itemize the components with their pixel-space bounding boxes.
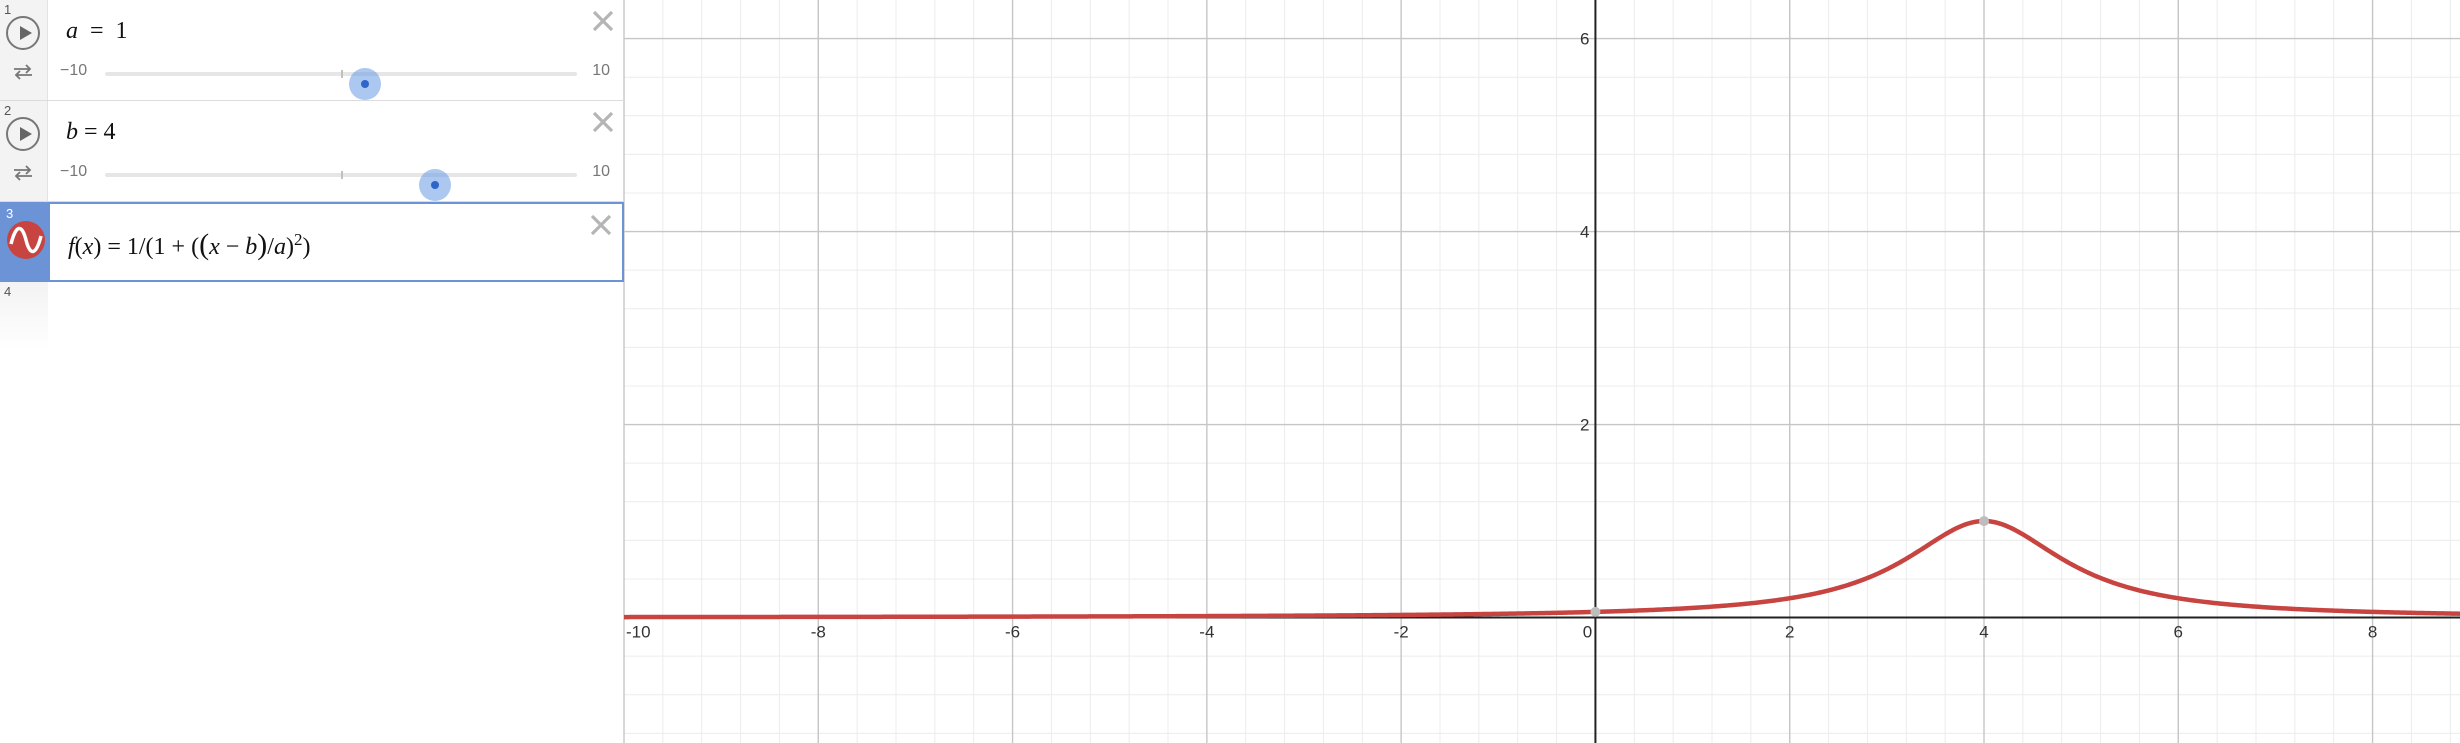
exponent: 2 (293, 230, 303, 249)
variable-name: a (66, 18, 78, 44)
divide-sign: / (138, 234, 146, 260)
x-tick-label: -10 (626, 623, 651, 642)
function-arg: x (82, 234, 94, 260)
equals-sign: = (90, 18, 104, 44)
expression-math[interactable]: f(x) = 1/(1 + ((x − b)/a)2) (68, 228, 311, 261)
expression-gutter: 3 (2, 204, 50, 280)
plus-sign: + (171, 234, 186, 260)
function-name: f (68, 234, 75, 260)
variable-value: 1 (115, 18, 128, 44)
x-tick-label: -8 (811, 623, 826, 642)
slider-a[interactable]: −10 10 (60, 62, 620, 100)
close-icon[interactable] (588, 107, 618, 137)
expression-index: 4 (4, 284, 12, 299)
slider-track[interactable] (105, 169, 577, 201)
var-a: a (273, 234, 286, 260)
minor-grid (624, 0, 2460, 743)
x-tick-label: 6 (2174, 623, 2183, 642)
x-tick-label: 4 (1979, 623, 1988, 642)
tick-labels: -10 -8 -6 -4 -2 0 2 4 6 8 2 4 6 (626, 30, 2377, 642)
divide-sign: / (267, 234, 274, 260)
x-tick-label: -6 (1005, 623, 1020, 642)
expression-gutter: 2 (0, 101, 48, 201)
numerator: 1 (126, 234, 139, 260)
loop-icon[interactable] (12, 165, 34, 181)
x-tick-label: -4 (1199, 623, 1214, 642)
slider-b[interactable]: −10 10 (60, 163, 620, 201)
slider-min[interactable]: −10 (60, 62, 88, 79)
expression-row-a[interactable]: 1 a = 1 −10 10 (0, 0, 624, 101)
graph-canvas[interactable]: -10 -8 -6 -4 -2 0 2 4 6 8 2 4 6 (624, 0, 2460, 743)
slider-min[interactable]: −10 (60, 163, 88, 180)
x-tick-label: 8 (2368, 623, 2377, 642)
variable-name: b (66, 119, 78, 145)
loop-icon[interactable] (12, 64, 34, 80)
x-tick-label: -2 (1394, 623, 1409, 642)
expression-math[interactable]: a = 1 (66, 18, 128, 45)
curve-point (1590, 606, 1601, 617)
slider-max[interactable]: 10 (592, 163, 610, 180)
curve-points[interactable] (1590, 516, 1989, 617)
curve-point (1979, 516, 1989, 527)
slider-zero-tick (341, 171, 343, 179)
y-tick-label: 2 (1580, 416, 1589, 435)
expression-row-empty[interactable]: 4 (0, 282, 624, 352)
expression-gutter: 1 (0, 0, 48, 100)
expression-math[interactable]: b = 4 (66, 119, 116, 146)
slider-zero-tick (341, 70, 343, 78)
axes (624, 0, 2460, 743)
expression-list: 1 a = 1 −10 10 2 (0, 0, 624, 743)
major-grid (624, 0, 2460, 743)
equals-sign: = (84, 119, 98, 145)
curve-f[interactable] (624, 518, 2460, 620)
slider-max[interactable]: 10 (592, 62, 610, 79)
play-icon[interactable] (6, 16, 40, 50)
variable-value: 4 (103, 119, 116, 145)
expression-gutter: 4 (0, 282, 48, 352)
close-icon[interactable] (588, 6, 618, 36)
slider-thumb[interactable] (419, 169, 452, 201)
y-tick-label: 4 (1580, 223, 1589, 242)
y-tick-label: 6 (1580, 30, 1589, 49)
expression-index: 1 (4, 2, 12, 17)
slider-thumb[interactable] (348, 68, 381, 100)
expression-index: 3 (6, 206, 14, 221)
minus-sign: − (225, 234, 240, 260)
constant: 1 (153, 234, 166, 260)
x-tick-label: 2 (1785, 623, 1794, 642)
function-wave-icon[interactable] (6, 220, 46, 260)
close-icon[interactable] (586, 210, 616, 240)
expression-index: 2 (4, 103, 12, 118)
slider-track[interactable] (105, 68, 577, 100)
equals-sign: = (107, 234, 121, 260)
play-icon[interactable] (6, 117, 40, 151)
expression-row-b[interactable]: 2 b = 4 −10 10 (0, 101, 624, 202)
var-x: x (209, 234, 220, 260)
var-b: b (245, 234, 258, 260)
expression-row-f[interactable]: 3 f(x) = 1/(1 + ((x − b)/a)2) (0, 202, 624, 282)
x-tick-label: 0 (1583, 623, 1592, 642)
